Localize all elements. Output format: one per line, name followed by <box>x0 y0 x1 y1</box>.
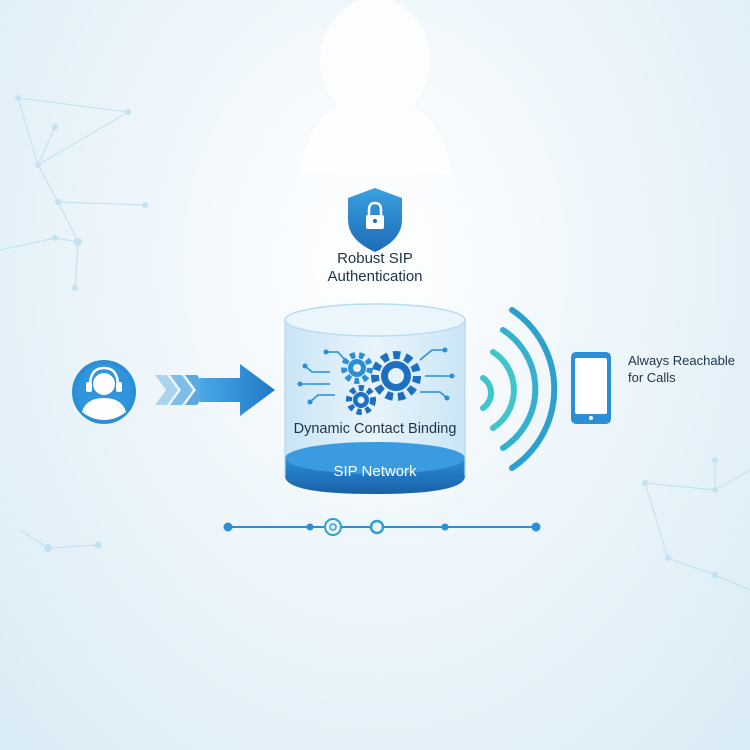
user-silhouette <box>300 0 452 175</box>
shield-lock-icon <box>348 188 402 252</box>
smartphone-icon <box>571 352 611 424</box>
network-lines-right <box>644 460 750 591</box>
flow-arrow <box>155 364 275 416</box>
network-lines-left <box>0 97 146 549</box>
authentication-label: Robust SIP Authentication <box>327 250 423 285</box>
gears-icon <box>297 347 455 415</box>
network-nodes-left <box>15 95 148 552</box>
network-nodes-right <box>642 457 719 579</box>
reachable-label: Always Reachable for Calls <box>628 353 735 385</box>
sip-network-label: SIP Network <box>333 463 417 480</box>
sip-network-cylinder <box>284 303 466 494</box>
wireless-signal-icon <box>480 307 558 471</box>
headset-agent-icon <box>72 360 136 424</box>
timeline-connector <box>223 518 541 536</box>
contact-binding-label: Dynamic Contact Binding <box>293 421 457 437</box>
